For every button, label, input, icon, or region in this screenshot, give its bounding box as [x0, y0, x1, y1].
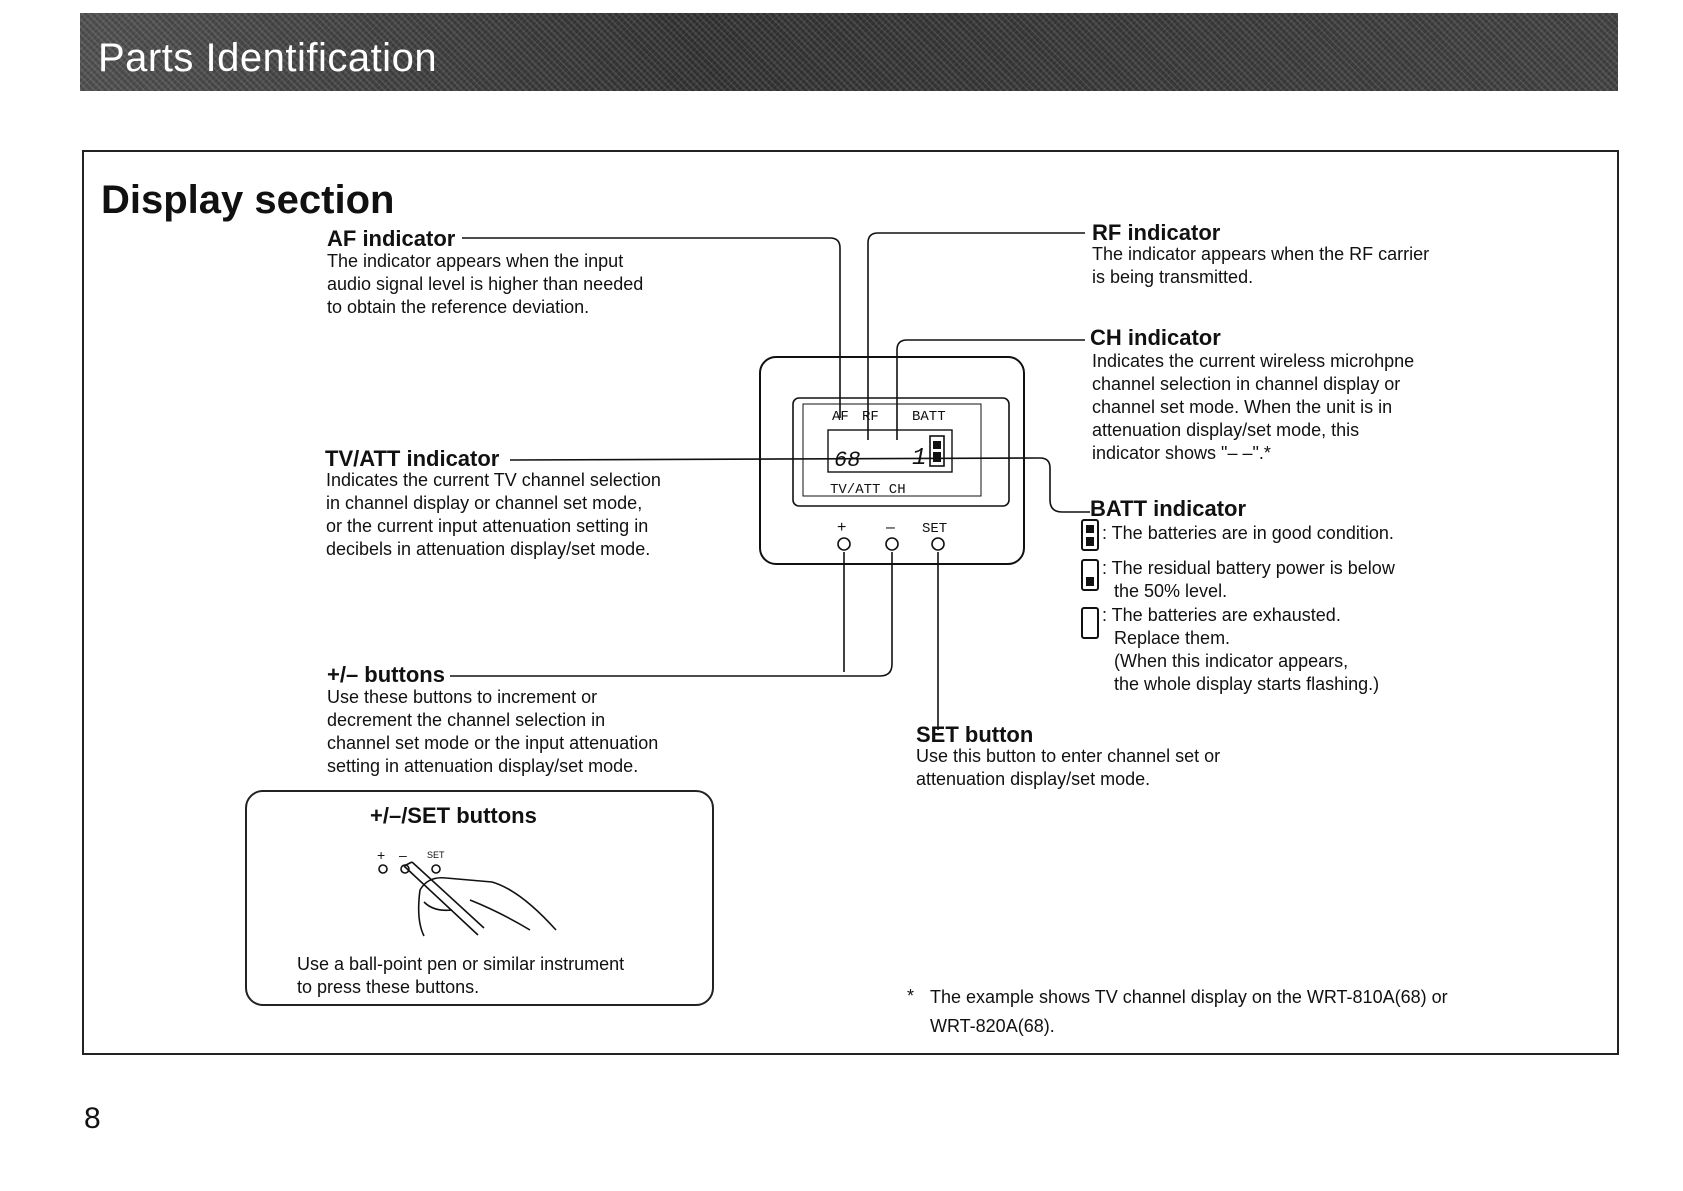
page-header-title: Parts Identification [98, 36, 438, 80]
device-minus-button [885, 537, 899, 551]
lcd-bottom-label: TV/ATT CH [830, 482, 906, 498]
ch-indicator-desc: Indicates the current wireless microhpne… [1092, 351, 1415, 463]
battery-half-icon [1081, 559, 1099, 591]
footnote-text: The example shows TV channel display on … [930, 987, 1448, 1036]
batt-state-half: : The residual battery power is below th… [1102, 558, 1395, 601]
af-indicator-heading: AF indicator [327, 226, 456, 251]
battery-full-icon [1081, 519, 1099, 551]
rf-leader-line [867, 232, 1085, 440]
ch-leader-line [896, 339, 1085, 440]
display-section-frame [82, 150, 1619, 1055]
page-number: 8 [84, 1102, 101, 1135]
device-body [759, 356, 1025, 565]
ch-indicator-heading: CH indicator [1090, 325, 1221, 350]
plusminus-buttons-heading: +/– buttons [327, 662, 445, 687]
device-plus-button [837, 537, 851, 551]
lcd-inner [802, 403, 982, 497]
section-title: Display section [101, 178, 395, 222]
lcd-frame [792, 397, 1010, 507]
lcd-label-rf: RF [862, 409, 879, 425]
pen-pressing-illustration: + – SET [377, 847, 557, 937]
plusminus-leader-line [450, 552, 893, 677]
inset-desc: Use a ball-point pen or similar instrume… [297, 954, 625, 997]
af-leader-line [462, 237, 841, 418]
inset-plus-button [378, 864, 388, 874]
battery-empty-icon [1081, 607, 1099, 639]
device-set-label: SET [922, 521, 947, 537]
lcd-ch-digits: 1 [912, 445, 926, 472]
device-set-button [931, 537, 945, 551]
lcd-battery-icon [929, 435, 945, 467]
tvatt-indicator-heading: TV/ATT indicator [325, 446, 500, 471]
hand-shape [417, 876, 557, 937]
inset-title: +/–/SET buttons [370, 803, 537, 828]
set-button-heading: SET button [916, 722, 1034, 747]
device-minus-label: – [886, 519, 895, 536]
inset-set-label: SET [427, 850, 445, 860]
transmitter-display-device: AF RF BATT 68 1 TV/ATT CH + – SET [759, 356, 1025, 565]
set-buttons-inset [245, 790, 714, 1006]
lcd-tv-digits: 68 [834, 448, 860, 473]
tvatt-indicator-desc: Indicates the current TV channel selecti… [326, 470, 661, 559]
inset-plus-label: + [377, 847, 385, 863]
rf-indicator-heading: RF indicator [1092, 220, 1221, 245]
inset-minus-label: – [399, 847, 407, 863]
lcd-label-batt: BATT [912, 409, 946, 425]
footnote-mark: * [907, 986, 915, 1006]
inset-set-button [431, 864, 441, 874]
device-plus-label: + [837, 519, 846, 536]
rf-indicator-desc: The indicator appears when the RF carrie… [1092, 244, 1430, 287]
lcd-segment-box [827, 429, 953, 473]
batt-state-empty: : The batteries are exhausted. Replace t… [1102, 605, 1380, 694]
batt-state-full: : The batteries are in good condition. [1102, 523, 1394, 543]
header-band [80, 13, 1618, 91]
batt-indicator-heading: BATT indicator [1090, 496, 1247, 521]
pen-shape [403, 861, 485, 936]
tvatt-leader-line [509, 457, 1090, 513]
lcd-label-af: AF [832, 409, 849, 425]
